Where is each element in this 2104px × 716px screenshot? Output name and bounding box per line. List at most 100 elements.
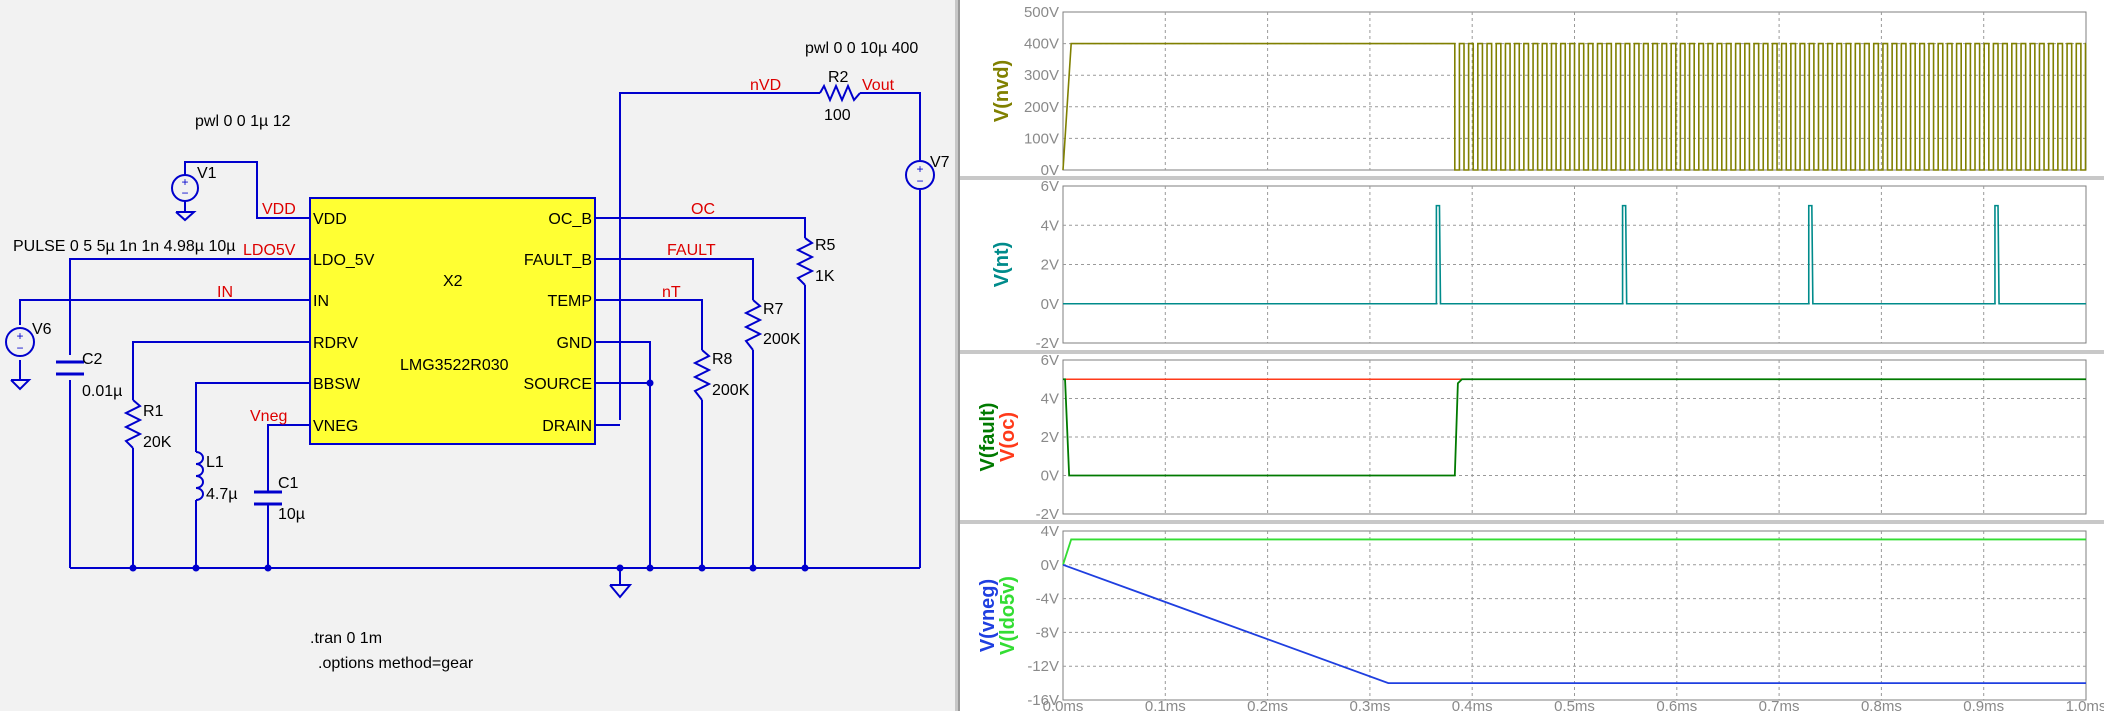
ic-lmg3522r030[interactable]: X2 LMG3522R030 VDD LDO_5V IN RDRV BBSW V… (309, 197, 596, 445)
label-c2-value: 0.01µ (82, 383, 122, 400)
trace-label[interactable]: V(nt) (991, 242, 1013, 288)
label-r2: R2 (828, 69, 849, 86)
x-tick-label: 0.0ms (1043, 698, 1084, 711)
pane-separator[interactable] (960, 176, 2104, 180)
source-directive-v2[interactable]: pwl 0 0 10µ 400 (805, 40, 918, 57)
x-tick-label: 1.0ms (2066, 698, 2104, 711)
capacitor-c1[interactable] (254, 490, 282, 506)
net-label-vout: Vout (862, 77, 895, 94)
label-r5-value: 1K (815, 268, 835, 285)
y-tick-label: 0V (1041, 296, 1059, 313)
source-directive-v1[interactable]: pwl 0 0 1µ 12 (195, 113, 291, 130)
x-tick-label: 0.9ms (1963, 698, 2004, 711)
pin-bbsw: BBSW (313, 376, 361, 393)
net-label-vneg: Vneg (250, 408, 287, 425)
schematic-editor[interactable]: X2 LMG3522R030 VDD LDO_5V IN RDRV BBSW V… (0, 0, 955, 711)
label-c1: C1 (278, 475, 299, 492)
net-label-fault: FAULT (667, 242, 716, 259)
label-r7: R7 (763, 301, 784, 318)
ic-part: LMG3522R030 (400, 357, 509, 374)
voltage-source-v6[interactable]: + − (5, 327, 35, 391)
trace-vnvd[interactable] (1062, 42, 2087, 171)
ground-symbol (609, 584, 633, 599)
y-tick-label: -4V (1036, 591, 1059, 608)
capacitor-c2[interactable] (56, 360, 84, 376)
label-r1-value: 20K (143, 434, 172, 451)
label-r5: R5 (815, 237, 836, 254)
y-tick-label: 0V (1041, 468, 1059, 485)
x-tick-label: 0.3ms (1349, 698, 1390, 711)
source-directive-v6[interactable]: PULSE 0 5 5µ 1n 1n 4.98µ 10µ (13, 238, 235, 255)
label-c1-value: 10µ (278, 506, 305, 523)
label-v1: V1 (197, 165, 217, 182)
y-tick-label: 4V (1041, 523, 1059, 540)
resistor-r7[interactable] (743, 299, 763, 351)
svg-text:+: + (16, 329, 23, 343)
tran-directive[interactable]: .tran 0 1m (310, 630, 382, 647)
pin-fault-b: FAULT_B (524, 252, 592, 269)
trace-label[interactable]: V(nvd) (991, 60, 1013, 122)
resistor-r5[interactable] (795, 237, 815, 286)
trace-vvneg[interactable] (1062, 563, 2086, 684)
pin-temp: TEMP (548, 293, 592, 310)
resistor-r1[interactable] (123, 399, 143, 449)
y-tick-label: 500V (1024, 4, 1059, 21)
pin-drain: DRAIN (542, 418, 592, 435)
trace-label[interactable]: V(vneg) (977, 579, 999, 652)
x-tick-label: 0.1ms (1145, 698, 1186, 711)
label-c2: C2 (82, 351, 103, 368)
voltage-source-v7[interactable]: + − (905, 160, 935, 190)
options-directive[interactable]: .options method=gear (318, 655, 474, 672)
net-label-nvd: nVD (750, 77, 781, 94)
y-tick-label: 2V (1041, 257, 1059, 274)
trace-vldo5v[interactable] (1062, 538, 2086, 566)
y-tick-label: -2V (1036, 335, 1059, 352)
ic-ref: X2 (443, 273, 463, 290)
resistor-r2[interactable] (819, 83, 861, 103)
y-tick-label: 0V (1041, 557, 1059, 574)
inductor-l1[interactable] (195, 451, 204, 501)
y-tick-label: -12V (1027, 658, 1059, 675)
resistor-r8[interactable] (692, 349, 712, 401)
trace-label[interactable]: V(ldo5v) (997, 576, 1019, 655)
pin-gnd: GND (556, 335, 592, 352)
pane-separator[interactable] (960, 350, 2104, 354)
trace-label[interactable]: V(oc) (997, 412, 1019, 462)
trace-vnt[interactable] (1063, 204, 2086, 305)
pin-source: SOURCE (524, 376, 592, 393)
x-tick-label: 0.6ms (1656, 698, 1697, 711)
x-tick-label: 0.5ms (1554, 698, 1595, 711)
schematic-canvas[interactable]: X2 LMG3522R030 VDD LDO_5V IN RDRV BBSW V… (0, 0, 955, 711)
y-tick-label: -8V (1036, 624, 1059, 641)
pin-rdrv: RDRV (313, 335, 358, 352)
y-tick-label: 6V (1041, 352, 1059, 369)
svg-text:+: + (916, 162, 923, 176)
label-v6: V6 (32, 321, 52, 338)
pin-oc-b: OC_B (548, 211, 592, 228)
label-l1: L1 (206, 454, 224, 471)
pin-ldo5v: LDO_5V (313, 252, 375, 269)
pane-splitter[interactable] (955, 0, 958, 711)
net-label-oc: OC (691, 201, 715, 218)
voltage-source-v1[interactable]: + − (171, 174, 199, 222)
y-tick-label: 6V (1041, 178, 1059, 195)
svg-text:−: − (16, 341, 23, 355)
trace-vfault[interactable] (1063, 378, 2086, 477)
label-r1: R1 (143, 403, 164, 420)
label-v7: V7 (930, 154, 950, 171)
label-r7-value: 200K (763, 331, 801, 348)
net-label-vdd: VDD (262, 201, 296, 218)
y-tick-label: 100V (1024, 130, 1059, 147)
trace-label[interactable]: V(fault) (977, 403, 999, 472)
net-label-ldo5v: LDO5V (243, 242, 296, 259)
x-tick-label: 0.7ms (1759, 698, 1800, 711)
svg-text:−: − (181, 186, 188, 200)
pane-separator[interactable] (960, 520, 2104, 524)
y-tick-label: 4V (1041, 391, 1059, 408)
waveform-canvas[interactable]: 500V400V300V200V100V0VV(nvd)6V4V2V0V-2VV… (960, 0, 2104, 715)
